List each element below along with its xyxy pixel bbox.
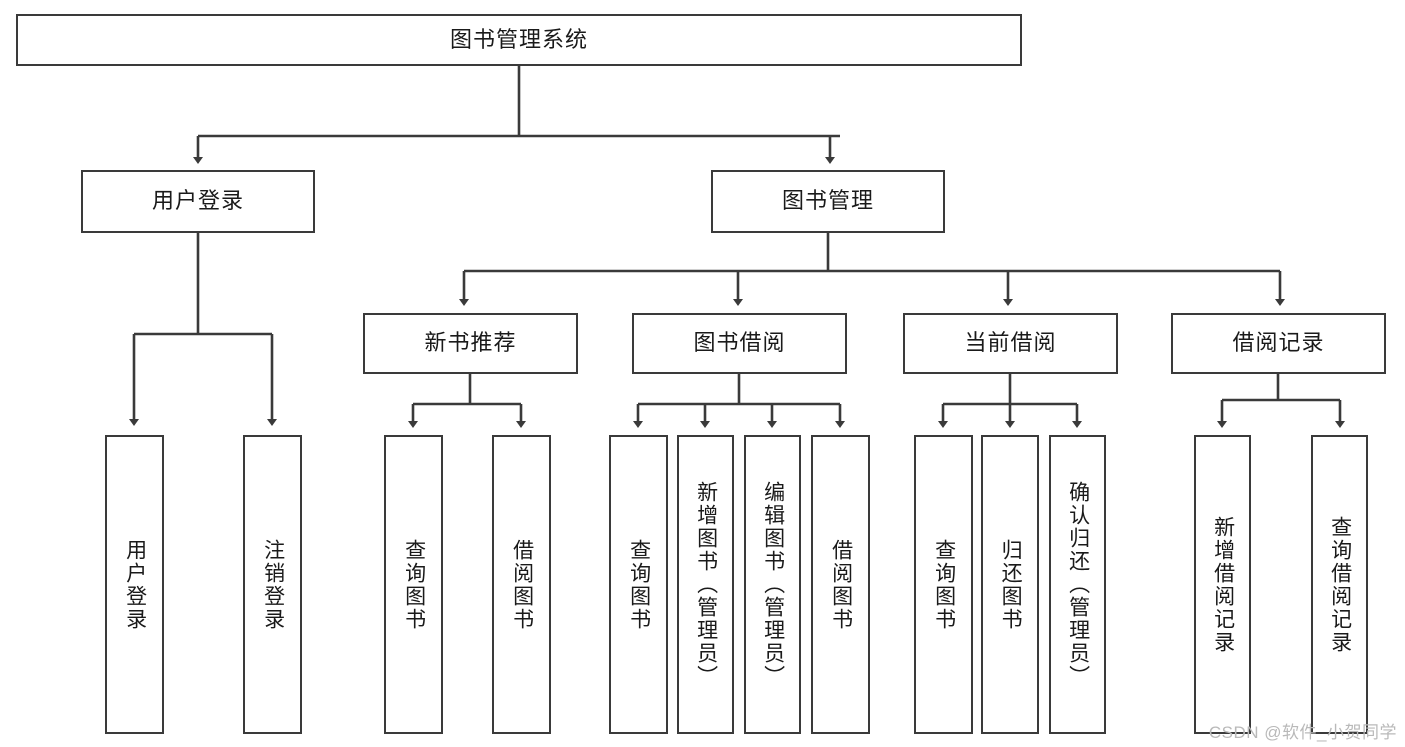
leaf-user-login-login[interactable]: 用户登录 [105,435,164,734]
node-label: 借阅图书 [829,538,853,631]
node-label: 图书管理 [781,188,874,214]
node-book-management[interactable]: 图书管理 [711,170,945,233]
node-new-book-recommend[interactable]: 新书推荐 [363,313,578,374]
leaf-book-borrow-edit[interactable]: 编辑图书（管理员） [744,435,801,734]
node-label: 查询图书 [932,538,956,631]
leaf-new-book-query[interactable]: 查询图书 [384,435,443,734]
node-label: 新增借阅记录 [1211,515,1235,654]
leaf-current-borrow-return[interactable]: 归还图书 [981,435,1039,734]
node-label: 归还图书 [999,538,1023,631]
node-label: 借阅图书 [510,538,534,631]
node-label: 用户登录 [123,538,147,631]
leaf-new-book-borrow[interactable]: 借阅图书 [492,435,551,734]
leaf-book-borrow-borrow[interactable]: 借阅图书 [811,435,870,734]
node-current-borrow[interactable]: 当前借阅 [903,313,1118,374]
leaf-book-borrow-add[interactable]: 新增图书（管理员） [677,435,734,734]
node-label: 图书借阅 [693,330,786,356]
node-borrow-record[interactable]: 借阅记录 [1171,313,1386,374]
node-label: 查询图书 [402,538,426,631]
node-label: 图书管理系统 [449,26,588,52]
node-label: 新书推荐 [424,330,517,356]
leaf-current-borrow-confirm[interactable]: 确认归还（管理员） [1049,435,1106,734]
watermark: CSDN @软件_小贺同学 [1208,723,1397,742]
node-root-system[interactable]: 图书管理系统 [16,14,1022,66]
leaf-borrow-record-query[interactable]: 查询借阅记录 [1311,435,1368,734]
node-label: 编辑图书（管理员） [761,481,785,688]
node-user-login[interactable]: 用户登录 [81,170,315,233]
node-label: 查询借阅记录 [1328,515,1352,654]
node-label: 注销登录 [261,538,285,631]
leaf-current-borrow-query[interactable]: 查询图书 [914,435,973,734]
node-label: 用户登录 [151,188,244,214]
leaf-borrow-record-add[interactable]: 新增借阅记录 [1194,435,1251,734]
node-label: 查询图书 [627,538,651,631]
node-label: 新增图书（管理员） [694,481,718,688]
node-label: 确认归还（管理员） [1066,481,1090,688]
leaf-user-login-logout[interactable]: 注销登录 [243,435,302,734]
leaf-book-borrow-query[interactable]: 查询图书 [609,435,668,734]
node-label: 借阅记录 [1232,330,1325,356]
node-label: 当前借阅 [964,330,1057,356]
node-book-borrow[interactable]: 图书借阅 [632,313,847,374]
